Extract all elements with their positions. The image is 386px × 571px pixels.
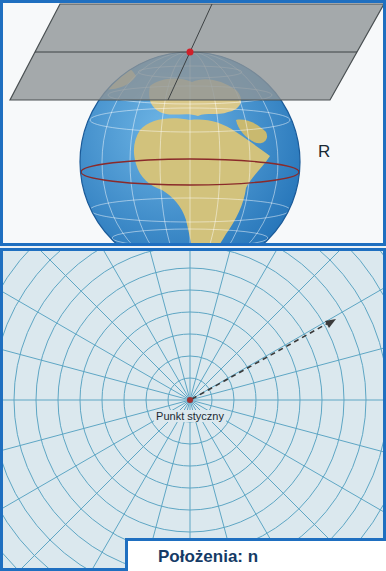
dashed-ray	[192, 322, 330, 399]
grid-circle	[3, 251, 383, 568]
grid-meridian	[190, 251, 383, 400]
grid-meridian	[190, 400, 383, 401]
grid-meridian	[190, 251, 191, 400]
grid-meridian	[190, 251, 383, 400]
grid-meridian	[112, 251, 190, 400]
caption-heading: Położenia: n	[158, 547, 386, 567]
grid-meridian	[3, 322, 190, 400]
tangent-point	[187, 49, 194, 56]
grid-meridian	[3, 251, 190, 400]
grid-meridian	[3, 400, 190, 550]
grid-meridian	[3, 400, 190, 401]
grid-meridian	[190, 322, 383, 400]
tangent-plane	[10, 4, 383, 100]
grid-meridian	[3, 251, 190, 400]
grid-circle	[3, 251, 383, 568]
grid-circle	[3, 251, 383, 568]
panel-frame	[2, 2, 385, 245]
panel-frame	[2, 250, 385, 570]
tangent-point	[187, 397, 193, 403]
plane-axis	[35, 52, 357, 53]
grid-meridian	[190, 400, 383, 550]
point-label: Punkt styczny	[154, 410, 226, 422]
plane-axis	[168, 4, 212, 100]
globe-scene	[10, 4, 383, 243]
equator-line	[81, 159, 299, 185]
direction-arrow	[192, 319, 336, 399]
caption-box: Położenia: n	[125, 538, 386, 571]
grid-meridian	[40, 251, 190, 400]
arrow-head	[325, 319, 336, 328]
arabia-shape	[236, 120, 267, 144]
polar-grid	[3, 251, 383, 568]
radius-letter: R	[318, 142, 330, 162]
bottom-panel-ground	[3, 251, 383, 568]
